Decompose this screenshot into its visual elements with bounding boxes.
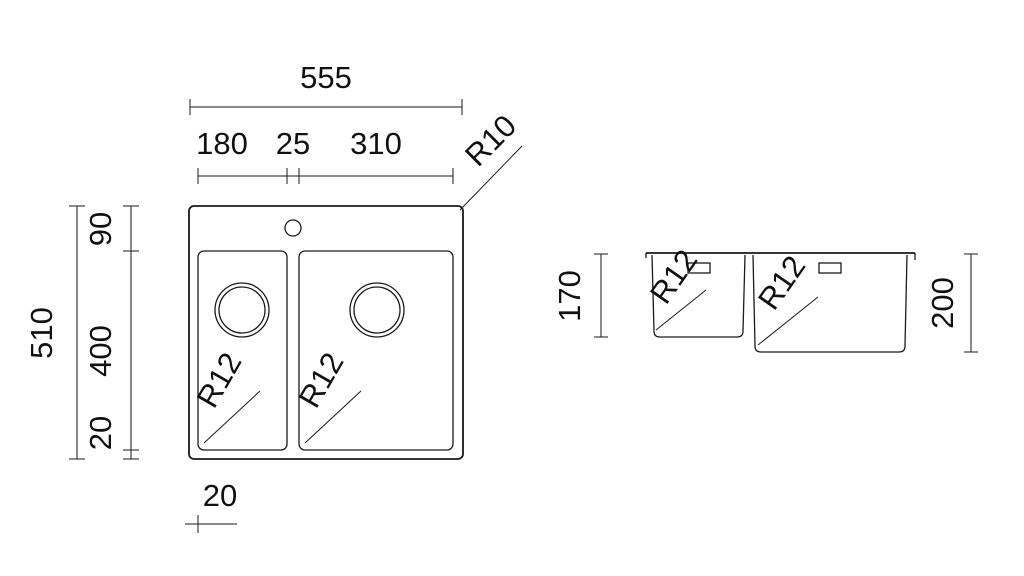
bowl-small: R12: [190, 250, 288, 451]
label-large-bowl-height: 200: [925, 277, 960, 329]
dimension-large-bowl-height: 200: [925, 253, 978, 353]
dimension-depth-breakdown: 90 400 20: [83, 205, 139, 460]
drain-large-inner: [353, 286, 401, 334]
dimension-overall-depth: 510: [24, 205, 85, 460]
label-side-ledge: 20: [203, 478, 237, 513]
label-front-ledge: 20: [83, 416, 118, 450]
drain-small-inner: [218, 286, 266, 334]
dimension-side-ledge: 20: [185, 478, 237, 533]
section-bowl-small: R12: [643, 243, 746, 338]
bowl-large: R12: [292, 250, 454, 451]
dimension-overall-width: 555: [189, 60, 463, 115]
overflow-slot-small: [687, 262, 711, 274]
drain-small-outer: [214, 282, 270, 338]
label-outer-corner-radius: R10: [458, 108, 523, 173]
label-small-bowl-height: 170: [552, 270, 587, 322]
dimension-small-bowl-height: 170: [552, 253, 608, 338]
label-overall-depth: 510: [24, 307, 59, 359]
drain-large-outer: [349, 282, 405, 338]
label-bowl-large-radius: R12: [292, 347, 351, 414]
label-overall-width: 555: [300, 60, 352, 95]
dimension-bowl-widths: 180 25 310: [196, 126, 454, 184]
label-bowl-small-width: 180: [196, 126, 248, 161]
label-bowl-large-width: 310: [350, 126, 402, 161]
dimension-outer-corner-radius: R10: [458, 108, 523, 211]
section-view: R12 R12 170 200: [552, 243, 978, 353]
overflow-slot-large: [818, 262, 842, 274]
tap-hole: [284, 219, 302, 237]
top-view: 555 180 25 310 R10 R12: [24, 60, 523, 533]
label-divider-width: 25: [276, 126, 310, 161]
sink-deck-outline: [188, 205, 464, 460]
label-section-large-radius: R12: [751, 249, 812, 316]
label-bowl-depth: 400: [83, 325, 118, 377]
section-bowl-large: R12: [751, 249, 908, 353]
label-back-ledge: 90: [83, 212, 118, 246]
